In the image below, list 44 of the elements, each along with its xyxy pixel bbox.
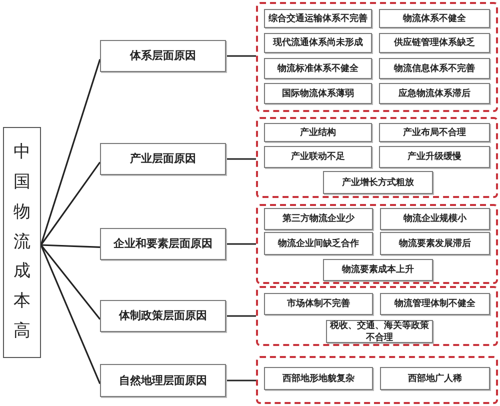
category-box: 体系层面原因 [100, 40, 226, 72]
category-box: 企业和要素层面原因 [100, 228, 226, 260]
connector-line [226, 158, 256, 160]
cause-box: 物流管理体制不健全 [380, 293, 490, 315]
connector-line [40, 244, 101, 320]
cause-box: 产业结构 [264, 123, 372, 142]
root-box: 中国物流成本高 [3, 127, 41, 358]
cause-box: 物流标准体系不健全 [264, 58, 372, 79]
cause-box: 物流企业规模小 [380, 208, 490, 230]
cause-box: 产业增长方式粗放 [323, 171, 433, 194]
cause-box: 物流要素发展滞后 [380, 232, 490, 255]
cause-box: 物流企业间缺乏合作 [264, 232, 373, 255]
dashed-group-box [256, 2, 498, 112]
cause-box: 物流信息体系不完善 [379, 58, 490, 79]
cause-box: 物流要素成本上升 [323, 259, 433, 281]
cause-box: 西部地形地貌复杂 [264, 367, 373, 390]
cause-box: 国际物流体系薄弱 [264, 83, 372, 104]
connector-line [40, 162, 101, 246]
cause-box: 应急物流体系滞后 [379, 83, 490, 104]
connector-line [40, 244, 101, 384]
cause-box: 产业联动不足 [264, 146, 372, 168]
dashed-group-box [256, 286, 498, 346]
cause-box: 西部地广人稀 [380, 367, 490, 390]
connector-line [40, 58, 101, 246]
cause-box: 产业布局不合理 [379, 123, 490, 142]
connector-line [226, 243, 256, 245]
cause-box: 税收、交通、海关等政策不合理 [326, 320, 433, 343]
cause-box: 第三方物流企业少 [264, 208, 373, 230]
connector-line [226, 315, 256, 317]
cause-box: 产业升级缓慢 [379, 146, 490, 168]
category-box: 产业层面原因 [100, 143, 226, 175]
cause-box: 市场体制不完善 [264, 293, 373, 315]
dashed-group-box [256, 356, 498, 404]
connector-line [226, 380, 256, 382]
connector-line [40, 244, 100, 248]
cause-box: 现代流通体系尚未形成 [264, 33, 372, 53]
cause-box: 供应链管理体系缺乏 [379, 33, 490, 53]
connector-line [226, 55, 256, 57]
category-box: 自然地理层面原因 [100, 364, 226, 397]
category-box: 体制政策层面原因 [100, 300, 226, 332]
cause-box: 物流体系不健全 [379, 9, 490, 28]
dashed-group-box [256, 204, 498, 284]
cause-box: 综合交通运输体系不完善 [264, 9, 372, 28]
dashed-group-box [256, 117, 498, 198]
